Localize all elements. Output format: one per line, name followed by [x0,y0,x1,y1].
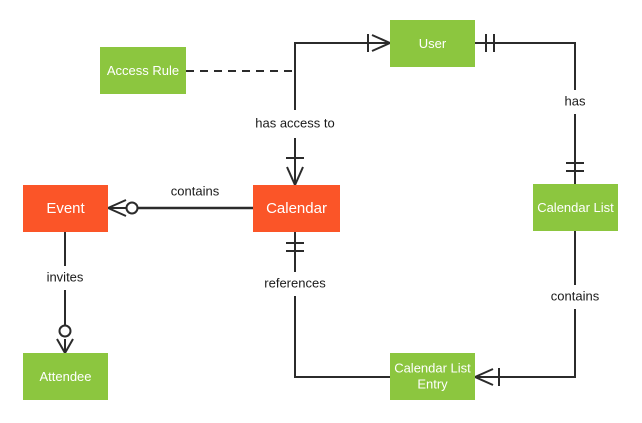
entity-box-calendar-list-entry[interactable] [390,353,475,400]
cardinality-marker-calendar-list-top [566,162,584,172]
connector-line-to-cle [294,296,390,378]
entity-label-attendee: Attendee [39,369,91,384]
entity-box-access-rule[interactable] [100,47,186,94]
entity-event[interactable]: Event [23,185,108,232]
connector-contains-list [485,231,576,378]
relationship-label-references: references [264,275,326,290]
relationship-label-contains-list: contains [551,288,600,303]
connector-line-user-right [475,42,576,90]
cardinality-marker-attendee-top [56,324,74,354]
entity-access-rule[interactable]: Access Rule [100,47,186,94]
entity-attendee[interactable]: Attendee [23,353,108,400]
entity-label-access-rule: Access Rule [107,63,179,78]
relationship-label-invites: invites [47,269,84,284]
entity-label-event: Event [46,200,85,217]
cardinality-marker-event-right [107,199,139,217]
entity-label-user: User [419,36,447,51]
relationship-label-contains-event: contains [171,183,220,198]
entity-label-calendar-list: Calendar List [537,200,614,215]
cardinality-marker-user-right [485,34,495,52]
entity-label-calendar: Calendar [266,200,327,217]
entity-box-event[interactable] [23,185,108,232]
relationship-label-has: has [565,93,586,108]
relationship-label-has-access-to: has access to [255,115,335,130]
cardinality-marker-cle-right [474,368,500,386]
entity-box-calendar[interactable] [253,185,340,232]
connector-line-user-calendar-top [294,42,390,110]
connector-line-cl-to-cle [485,309,576,378]
entity-calendar-list-entry[interactable]: Calendar List Entry [390,353,475,400]
entity-user[interactable]: User [390,20,475,67]
entity-label-calendar-list-entry-line2: Entry [417,376,448,391]
entity-calendar[interactable]: Calendar [253,185,340,232]
cardinality-marker-calendar-top [286,157,304,186]
entity-label-calendar-list-entry-line1: Calendar List [394,360,471,375]
connector-has [475,42,576,184]
entity-box-attendee[interactable] [23,353,108,400]
cardinality-marker-calendar-bottom [286,242,304,252]
entity-box-calendar-list[interactable] [533,184,618,231]
connector-references [294,232,390,378]
entity-box-user[interactable] [390,20,475,67]
cardinality-marker-user-left [367,34,391,52]
connector-has-access-to [294,42,390,175]
entity-calendar-list[interactable]: Calendar List [533,184,618,231]
